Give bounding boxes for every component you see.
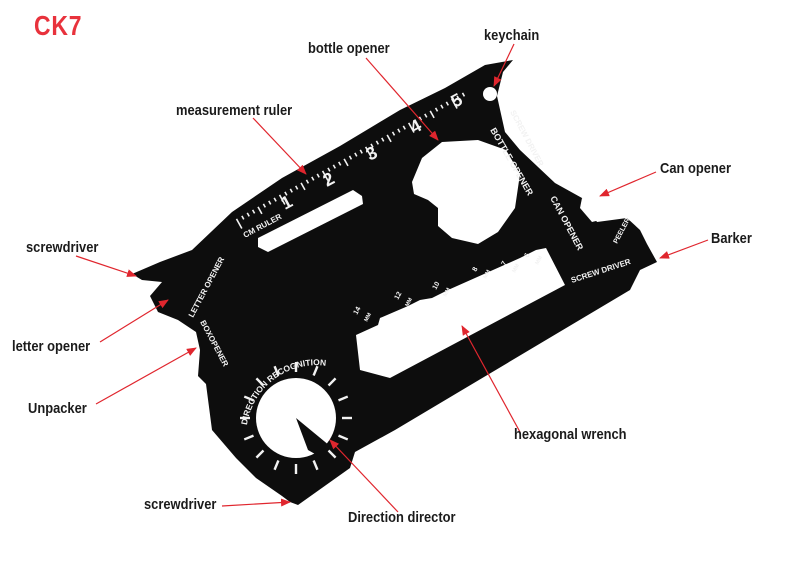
callout-barker: Barker [711, 230, 752, 247]
callout-keychain: keychain [484, 27, 540, 44]
ruler-tick [364, 146, 372, 157]
arrow-unpacker [95, 347, 197, 405]
ruler-tick [321, 170, 329, 181]
ruler-tick [386, 134, 392, 143]
dial-tick [312, 460, 319, 471]
wrench-size-10: 10 [432, 281, 442, 291]
arrow-bottle-opener [365, 57, 439, 141]
wrench-size-labels: 14 MM 12 MM 10 MM 8 MM 7 MM 6 MM [353, 252, 545, 323]
card-tool-body [132, 60, 657, 505]
callout-screwdriver-bottom: screwdriver [144, 496, 217, 513]
callout-can-opener: Can opener [660, 160, 731, 177]
ruler-tick [370, 143, 374, 148]
ruler-tick [348, 155, 353, 160]
ruler-tick [235, 218, 243, 229]
dial-tick [338, 395, 349, 402]
ruler-tick [251, 209, 256, 214]
dial-tick [327, 449, 337, 459]
ruler-tick [381, 137, 385, 142]
wrench-size-8: 8 [472, 266, 480, 273]
wrench-unit-10: MM [442, 287, 452, 298]
arrow-screwdriver-left [75, 255, 137, 277]
ruler-tick [354, 152, 358, 157]
ruler-tick [461, 92, 466, 97]
ruler-tick [456, 95, 460, 100]
ruler-tick [338, 161, 342, 166]
dial-tick [327, 377, 337, 387]
direction-dial-ticks [240, 362, 352, 474]
ruler-tick [305, 179, 310, 184]
ruler-tick [332, 164, 336, 169]
wrench-unit-7: MM [511, 263, 521, 274]
dial-tick [243, 395, 254, 402]
ruler-tick [273, 197, 277, 202]
ruler-tick [429, 110, 435, 119]
ruler-tick [397, 128, 401, 133]
ruler-tick [407, 122, 415, 133]
wrench-size-14: 14 [353, 306, 363, 316]
arrow-keychain [493, 43, 515, 87]
wrench-size-6: 6 [524, 252, 532, 259]
callout-bottle-opener: bottle opener [308, 40, 390, 57]
dial-tick [273, 365, 280, 376]
ruler-tick [375, 140, 380, 145]
ruler-tick [413, 119, 417, 124]
dial-tick [273, 460, 280, 471]
wrench-size-12: 12 [394, 291, 404, 301]
arrow-hexagonal-wrench [461, 325, 521, 433]
arrow-direction-director [329, 439, 399, 513]
ruler-tick [343, 158, 349, 167]
arrow-measurement-ruler [252, 117, 307, 175]
ruler-tick [284, 191, 288, 196]
wrench-size-7: 7 [501, 260, 509, 267]
ruler-tick [268, 200, 272, 205]
ruler-tick [241, 215, 245, 220]
ruler-tick [262, 203, 267, 208]
ruler-tick [391, 131, 396, 136]
ruler-tick [289, 188, 293, 193]
ruler-tick [451, 98, 458, 109]
ruler-tick [445, 101, 449, 106]
callout-direction-director: Direction director [348, 509, 456, 526]
ruler-tick [257, 206, 263, 215]
ruler-tick [278, 194, 286, 205]
wrench-unit-8: MM [482, 269, 492, 280]
ruler-tick [316, 173, 320, 178]
ruler-tick [246, 212, 250, 217]
ruler-tick [440, 104, 444, 109]
arrow-can-opener [599, 171, 657, 197]
callout-arrows [75, 43, 709, 513]
callout-screwdriver-left: screwdriver [26, 239, 99, 256]
callout-measurement-ruler: measurement ruler [176, 102, 293, 119]
ruler-tick [300, 182, 306, 191]
arrow-screwdriver-bottom [221, 498, 291, 507]
ruler-tick [402, 125, 406, 130]
dial-tick [255, 377, 265, 387]
ruler-tick [434, 107, 439, 112]
dial-tick [338, 434, 349, 441]
arrow-barker [659, 239, 709, 259]
ruler-tick-marks [235, 92, 466, 229]
arrow-letter-opener [99, 299, 169, 343]
callout-hexagonal-wrench: hexagonal wrench [514, 426, 627, 443]
callout-letter-opener: letter opener [12, 338, 91, 355]
ruler-tick [311, 176, 315, 181]
dial-tick [243, 434, 254, 441]
ruler-tick [418, 116, 423, 121]
wrench-unit-6: MM [534, 255, 544, 266]
ruler-tick [359, 149, 363, 154]
wrench-unit-12: MM [404, 297, 414, 308]
wrench-unit-14: MM [363, 312, 373, 323]
dial-tick [312, 365, 319, 376]
brand-model-label: CK7 [34, 10, 83, 41]
ruler-tick [294, 185, 299, 190]
ruler-tick [327, 167, 331, 172]
dial-tick [255, 449, 265, 459]
callout-unpacker: Unpacker [28, 400, 87, 417]
ruler-tick [424, 113, 428, 118]
